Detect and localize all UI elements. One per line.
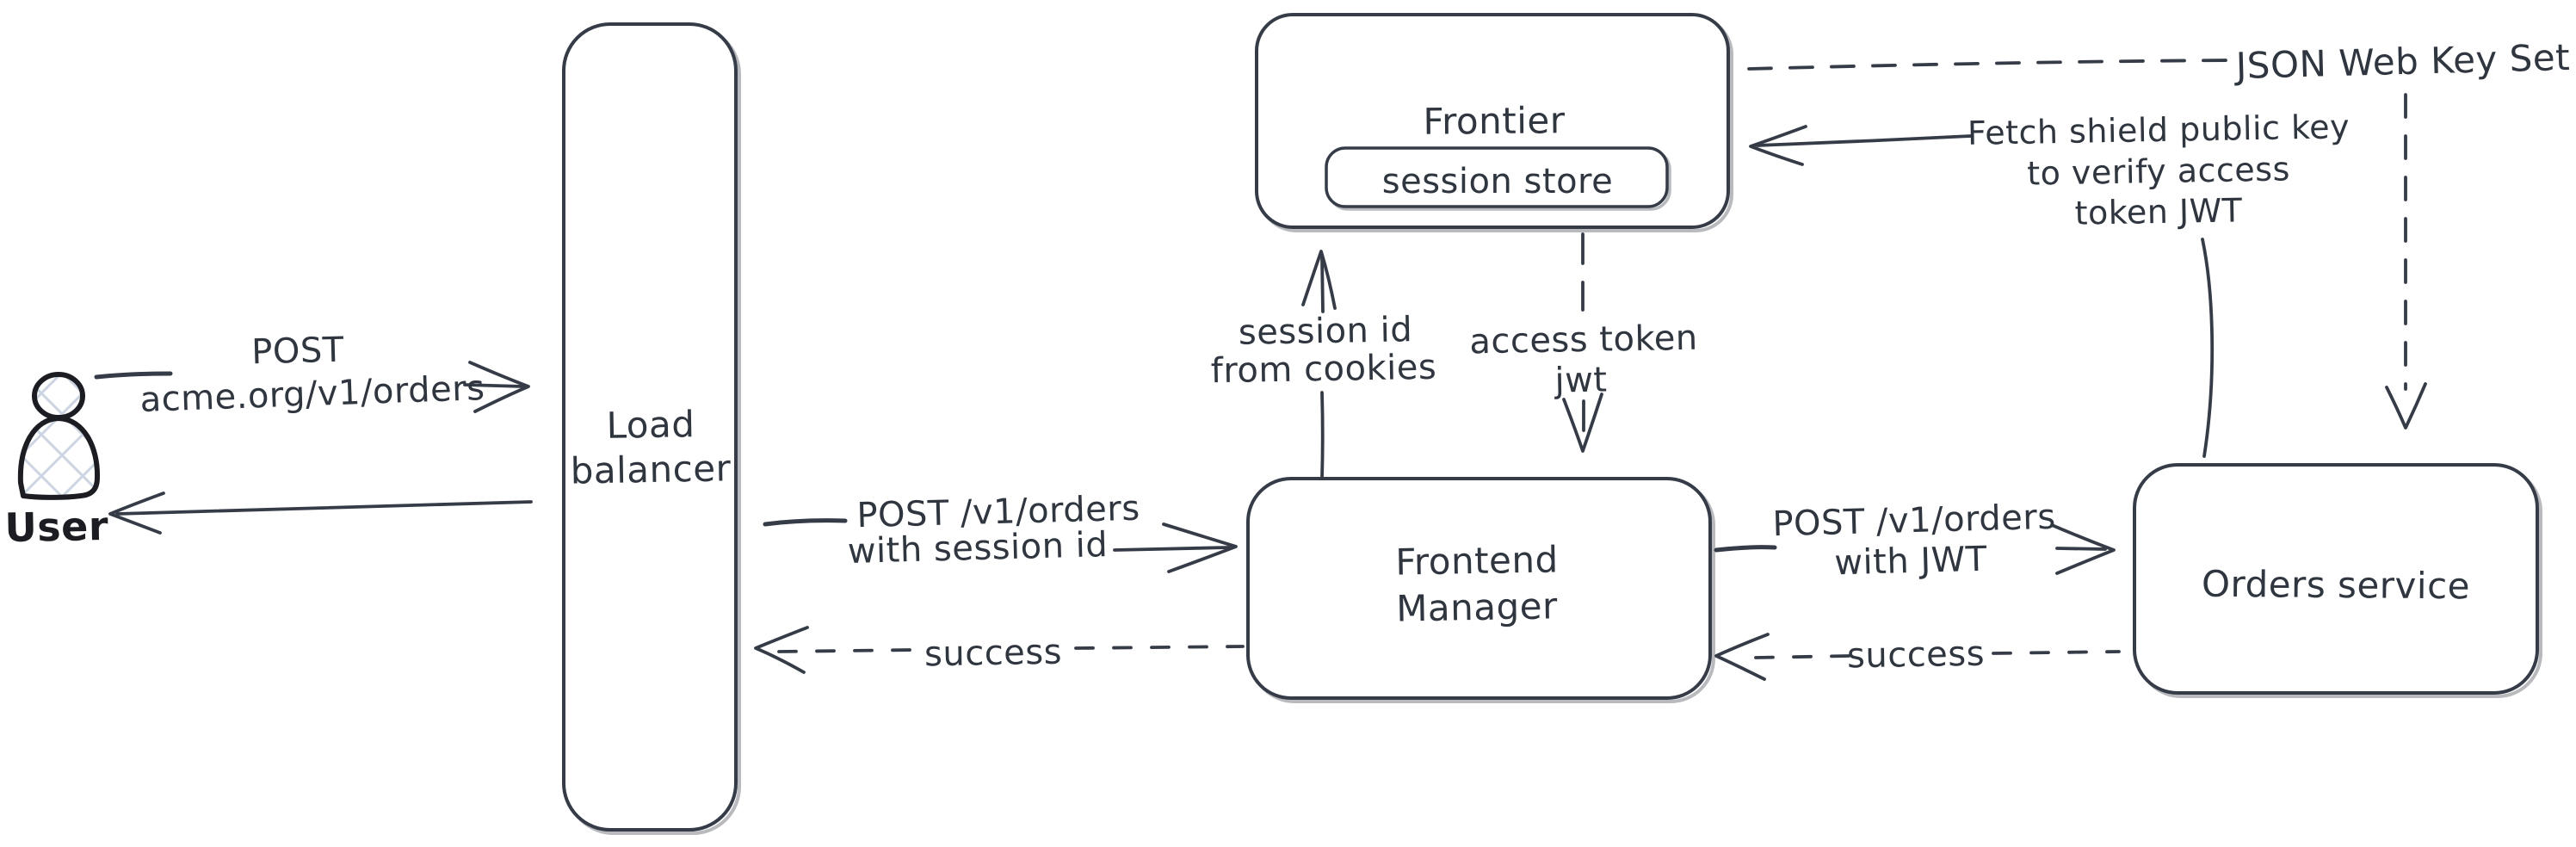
frontend-manager-label-line1: Frontend	[1395, 538, 1559, 583]
user-request-label-line1: POST	[251, 331, 345, 373]
lb-request-line-head-shaft	[1113, 546, 1231, 552]
orders-success-arrowhead-icon	[1714, 633, 1770, 681]
edge-user-response	[108, 492, 533, 535]
fetch-key-label-line1: Fetch shield public key	[1968, 108, 2351, 152]
edge-session-lookup: session id from cookies	[1210, 250, 1437, 480]
load-balancer-label-line1: Load	[606, 403, 695, 447]
orders-success-dash-right	[1992, 650, 2121, 655]
fetch-key-arrowhead-icon	[1749, 125, 1807, 166]
orders-service-label: Orders service	[2202, 563, 2470, 608]
lb-success-dash-right	[1074, 645, 1245, 650]
frontier-label: Frontier	[1423, 99, 1566, 142]
node-user[interactable]: User	[4, 372, 109, 551]
session-store-label: session store	[1382, 162, 1613, 201]
user-request-line-tail	[94, 371, 173, 380]
user-response-line	[115, 500, 533, 516]
frontend-manager-box[interactable]	[1246, 477, 1712, 700]
jwks-label: JSON Web Key Set	[2233, 36, 2570, 87]
load-balancer-label-line2: balancer	[570, 447, 732, 492]
user-request-line-head-shaft	[463, 383, 525, 388]
node-session-store[interactable]: session store	[1325, 146, 1671, 211]
node-orders-service[interactable]: Orders service	[2133, 463, 2542, 698]
session-lookup-arrowhead-icon	[1301, 250, 1337, 310]
access-token-label-line1: access token	[1469, 318, 1698, 362]
lb-success-label: success	[924, 633, 1063, 675]
edge-access-token: access token jwt	[1469, 232, 1698, 453]
orders-request-arrowhead-icon	[2050, 523, 2116, 575]
session-lookup-line-upper	[1320, 255, 1325, 313]
edge-lb-response: success	[754, 626, 1245, 675]
lb-success-dash-left	[777, 648, 916, 653]
jwks-arrowhead-icon	[2385, 382, 2427, 430]
orders-request-label-line2: with JWT	[1834, 540, 1988, 584]
session-lookup-line-lower	[1320, 391, 1325, 480]
edge-orders-response: success	[1714, 633, 2121, 681]
lb-request-arrowhead-icon	[1162, 522, 1238, 573]
user-request-arrowhead-icon	[468, 361, 530, 413]
lb-request-label-line2: with session id	[847, 525, 1108, 572]
orders-request-line-head-shaft	[2055, 547, 2107, 551]
node-frontier[interactable]: Frontier session store	[1255, 13, 1733, 232]
load-balancer-box[interactable]	[562, 22, 738, 832]
orders-success-dash-left	[1754, 654, 1850, 659]
lb-success-arrowhead-icon	[754, 626, 809, 674]
edge-user-request: POST acme.org/v1/orders	[94, 331, 530, 420]
user-label: User	[4, 503, 109, 551]
node-frontend-manager[interactable]: Frontend Manager	[1246, 477, 1715, 703]
access-token-label-line2: jwt	[1554, 360, 1608, 400]
orders-service-box[interactable]	[2133, 463, 2539, 695]
fetch-key-curve	[2201, 238, 2215, 458]
user-icon	[17, 372, 101, 500]
fetch-key-line	[1756, 134, 1973, 147]
user-request-label-line2: acme.org/v1/orders	[139, 368, 485, 420]
orders-success-label: success	[1847, 634, 1986, 677]
user-response-arrowhead-icon	[108, 492, 165, 535]
fetch-key-label-line2: to verify access	[2027, 150, 2290, 192]
access-token-arrowhead-icon	[1562, 393, 1603, 453]
edge-lb-request: POST /v1/orders with session id	[763, 489, 1238, 573]
lb-request-label-line1: POST /v1/orders	[856, 489, 1140, 536]
lb-request-line-tail	[763, 518, 848, 527]
node-load-balancer[interactable]: Load balancer	[562, 22, 741, 835]
session-store-box[interactable]	[1325, 146, 1669, 208]
fetch-key-label-line3: token JWT	[2074, 191, 2243, 232]
orders-request-label-line1: POST /v1/orders	[1772, 498, 2056, 545]
edge-fetch-key: Fetch shield public key to verify access…	[1749, 108, 2351, 458]
edge-jwks: JSON Web Key Set	[1747, 36, 2571, 430]
session-lookup-label-line2: from cookies	[1210, 348, 1436, 392]
orders-request-line-tail	[1714, 545, 1777, 553]
jwks-dash-horizontal	[1747, 59, 2236, 71]
frontend-manager-label-line2: Manager	[1396, 584, 1559, 629]
session-lookup-label-line1: session id	[1238, 310, 1412, 353]
edge-orders-request: POST /v1/orders with JWT	[1714, 498, 2116, 584]
